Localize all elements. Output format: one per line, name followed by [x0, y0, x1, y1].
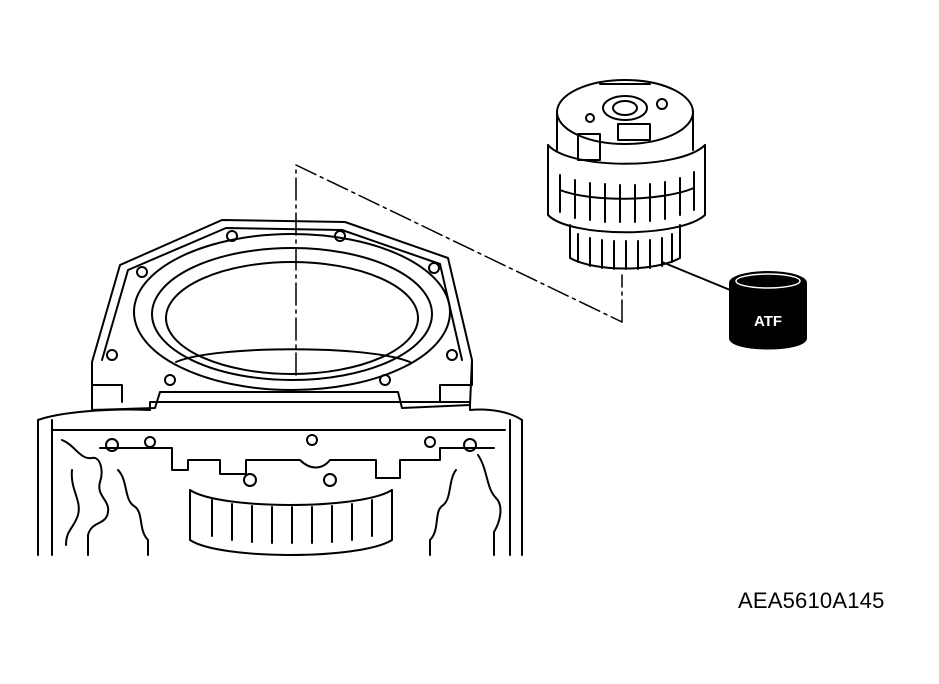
figure-reference-code: AEA5610A145	[738, 588, 885, 613]
alignment-line	[295, 164, 623, 376]
atf-container: ATF	[729, 271, 807, 350]
transmission-case	[37, 401, 523, 556]
bell-housing-flange	[91, 219, 473, 411]
clutch-drum-assembly	[547, 79, 706, 270]
atf-label: ATF	[754, 313, 782, 330]
atf-leader	[661, 261, 736, 293]
